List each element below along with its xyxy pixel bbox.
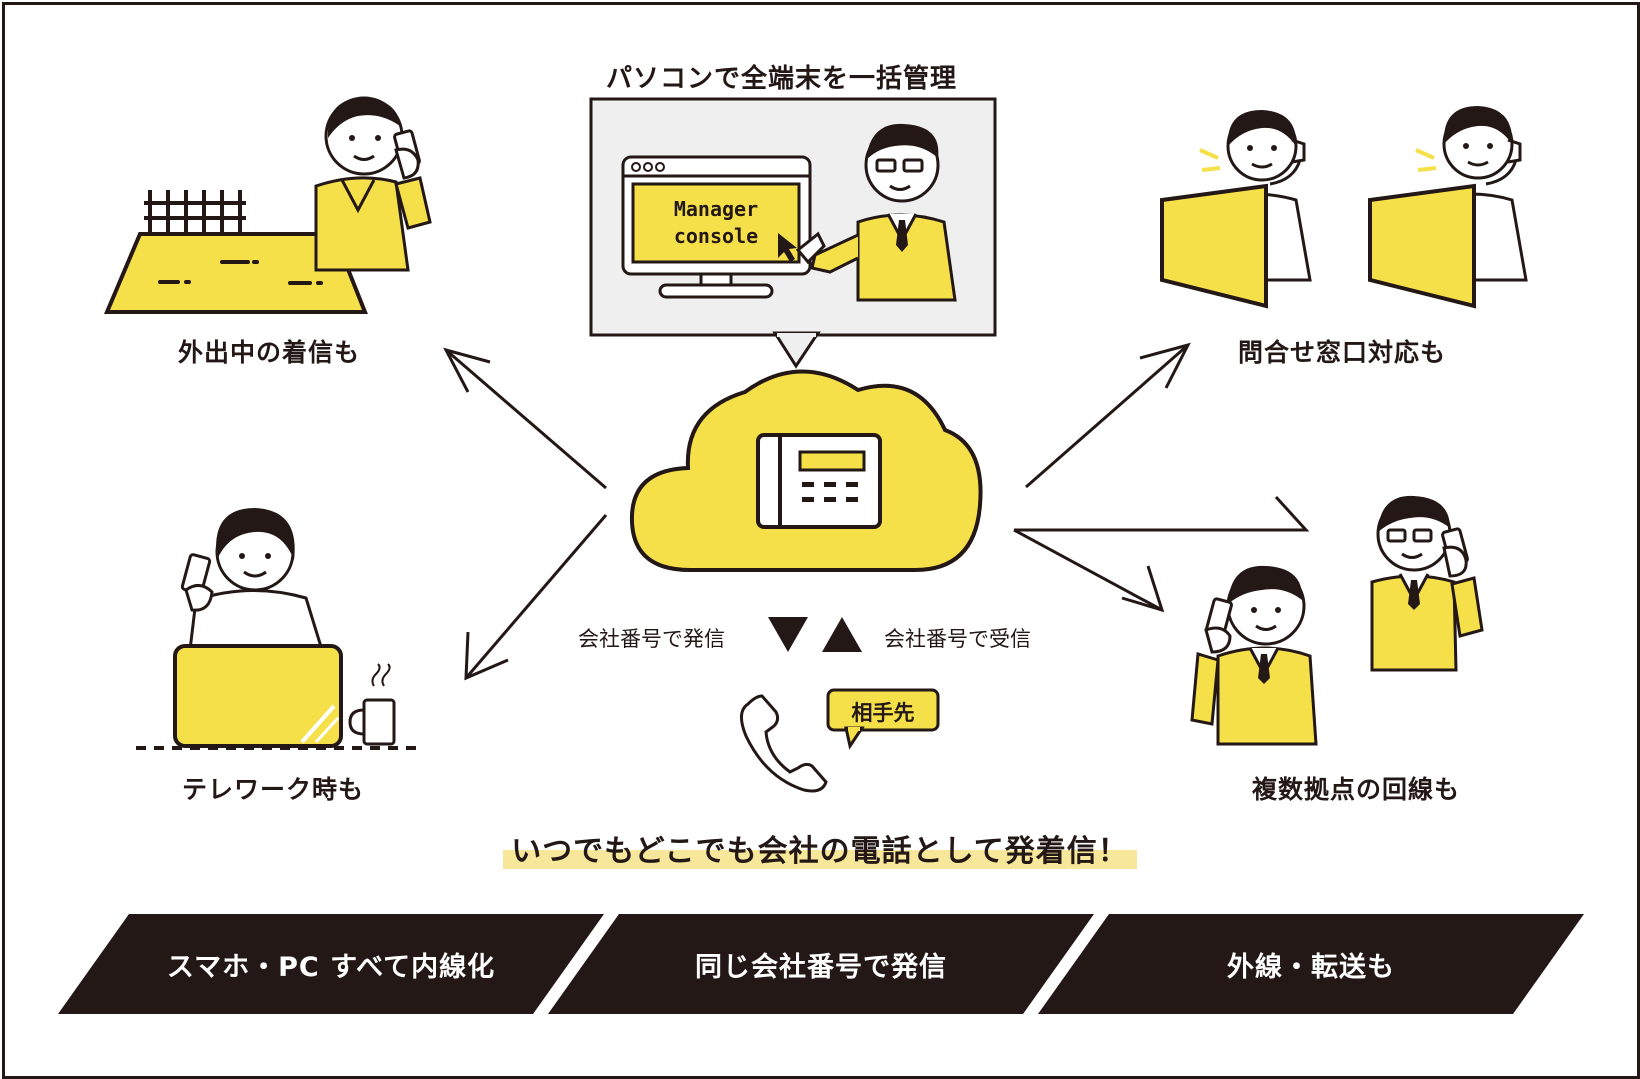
tagline-text: いつでもどこでも会社の電話として発着信！	[503, 834, 1137, 869]
operator-right-icon	[1368, 106, 1528, 309]
laptop-icon	[173, 644, 343, 748]
multisite-person-front-icon	[1190, 565, 1318, 746]
mug-icon	[348, 663, 396, 746]
incoming-label: 会社番号で受信	[884, 627, 1031, 651]
monitor-icon	[621, 155, 812, 299]
scene-telework-label: テレワーク時も	[182, 775, 365, 804]
operator-left-icon	[1160, 110, 1312, 309]
tagline: いつでもどこでも会社の電話として発着信！	[0, 826, 1640, 870]
partner-bubble	[826, 688, 940, 750]
scene-outside-label: 外出中の着信も	[178, 338, 361, 367]
cursor-icon	[778, 233, 797, 262]
feature-band-transfer: 外線・転送も	[1038, 914, 1584, 1014]
console-label-line1: Manager	[673, 197, 759, 221]
partner-label: 相手先	[851, 701, 915, 725]
feature-extension-text: スマホ・PC すべて内線化	[166, 951, 496, 983]
feature-band-same-number: 同じ会社番号で発信	[548, 914, 1094, 1014]
field-fence-icon	[103, 190, 368, 314]
center-title: パソコンで全端末を一括管理	[606, 64, 958, 94]
incoming-triangle-icon	[822, 617, 862, 652]
scene-inquiry-label: 問合せ窓口対応も	[1238, 338, 1447, 367]
handset-icon	[740, 694, 828, 793]
telework-person-icon	[180, 508, 325, 652]
feature-transfer-text: 外線・転送も	[1227, 951, 1395, 983]
feature-band-extension: スマホ・PC すべて内線化	[58, 914, 604, 1014]
outgoing-triangle-icon	[768, 617, 808, 652]
outgoing-label: 会社番号で発信	[578, 627, 725, 651]
manager-person-icon	[795, 123, 957, 302]
multisite-person-back-icon	[1370, 495, 1484, 672]
scene-multisite-label: 複数拠点の回線も	[1252, 775, 1461, 804]
outside-person-icon	[314, 96, 432, 272]
console-label-line2: console	[673, 224, 759, 248]
connection-arrows	[443, 342, 1310, 681]
feature-same-number-text: 同じ会社番号で発信	[695, 951, 947, 983]
manager-console-label[interactable]: Manager console	[633, 196, 799, 250]
desk-phone-icon	[756, 433, 882, 529]
